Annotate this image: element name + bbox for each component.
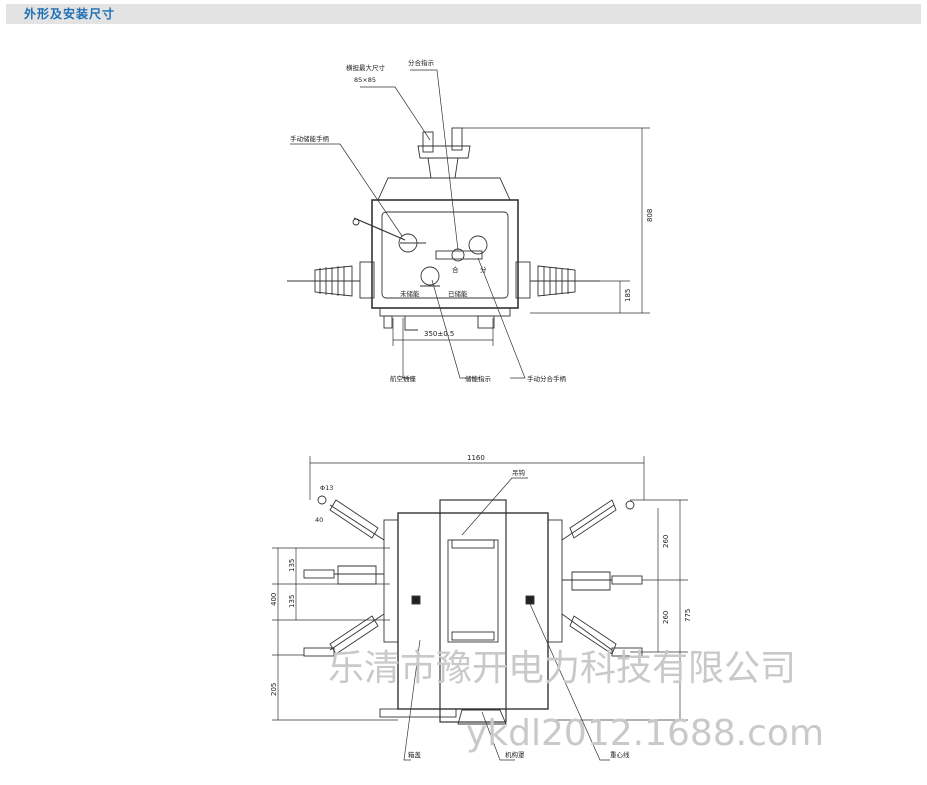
manual-handle-label: 手动储能手柄 — [290, 134, 330, 143]
manual-open-close-handle-label: 手动分合手柄 — [527, 374, 567, 383]
bottom-plate — [379, 307, 511, 317]
dim-lower-185: 185 — [624, 289, 632, 302]
dim-left-bottom: 205 — [270, 683, 278, 696]
main-panel — [381, 211, 509, 299]
dim-left-b: 135 — [288, 595, 296, 608]
plan-left-flange — [383, 519, 399, 643]
plan-right-flange — [547, 519, 563, 643]
left-insulator — [287, 265, 360, 297]
foot-left — [383, 315, 393, 329]
top-post-right — [451, 127, 463, 151]
dim-left-total: 400 — [270, 593, 278, 606]
dim-right-b: 260 — [662, 611, 670, 624]
mechanism-cover-body — [457, 709, 507, 725]
top-post-left — [422, 131, 434, 153]
max-size-value: 85×85 — [354, 76, 376, 84]
plan-right-insulators — [561, 499, 643, 657]
section-title: 外形及安装尺寸 — [24, 7, 116, 21]
cover-label: 箱盖 — [408, 750, 422, 759]
mechanism-cover-label: 机构罩 — [505, 750, 525, 759]
manual-handle-knob — [352, 218, 360, 226]
plan-window — [447, 539, 499, 643]
hole-diameter-label: Φ13 — [320, 484, 333, 492]
lifting-hook-bottom — [451, 631, 495, 641]
aviation-socket-label: 航空插座 — [390, 374, 417, 383]
left-terminal-box — [359, 261, 375, 299]
open-mark: 分 — [480, 265, 487, 274]
manual-handle-lever — [353, 217, 406, 241]
plan-right-marker — [525, 595, 535, 605]
plan-left-marker — [411, 595, 421, 605]
front-dimension-lines — [392, 127, 650, 346]
mechanism-base — [379, 708, 457, 718]
aviation-socket-body — [404, 316, 418, 331]
dim-height-808: 808 — [646, 209, 654, 222]
dim-left-a: 135 — [288, 559, 296, 572]
dim-right-total: 775 — [684, 609, 692, 622]
energy-indicator-dial — [420, 266, 440, 286]
top-bracket — [417, 145, 471, 159]
box-lid — [377, 177, 511, 201]
hole-offset-label: 40 — [315, 516, 323, 524]
dim-right-a: 260 — [662, 535, 670, 548]
right-insulator — [530, 265, 600, 297]
not-stored-label: 未储能 — [400, 289, 420, 298]
lifting-hook-label: 吊钩 — [512, 468, 526, 477]
open-close-indicator-dial — [468, 235, 488, 255]
plan-left-dimensions — [272, 547, 398, 721]
watermark-site: ykdl2012.1688.com — [466, 713, 824, 754]
front-view: 合 分 未储能 已储能 横担最大尺寸 85×85 分合指示 — [287, 58, 654, 383]
top-stem — [427, 157, 459, 179]
front-leader-lines — [290, 69, 526, 379]
stored-label: 已储能 — [448, 289, 468, 298]
plan-cover — [439, 499, 507, 723]
plan-right-dimensions — [548, 499, 688, 721]
energy-indicator-label: 储能指示 — [465, 374, 492, 383]
center-line-label: 重心线 — [610, 750, 630, 759]
foot-right — [477, 315, 495, 329]
indicator-bar — [435, 250, 483, 260]
section-header-bar: 外形及安装尺寸 — [6, 4, 921, 24]
watermark-company: 乐清市豫开电力科技有限公司 — [328, 648, 796, 689]
dim-width-350: 350±0.5 — [424, 330, 454, 338]
dim-overall-width: 1160 — [467, 454, 485, 462]
lifting-hook-top — [451, 539, 495, 549]
plan-view: 1160 — [270, 454, 692, 761]
plan-top-dimension — [309, 456, 645, 500]
max-size-label: 横担最大尺寸 — [346, 63, 386, 72]
close-mark: 合 — [452, 265, 459, 274]
plan-leader-lines — [403, 477, 610, 761]
right-terminal-box — [515, 261, 531, 299]
open-close-indicator-label: 分合指示 — [408, 58, 435, 67]
main-box — [371, 199, 519, 309]
